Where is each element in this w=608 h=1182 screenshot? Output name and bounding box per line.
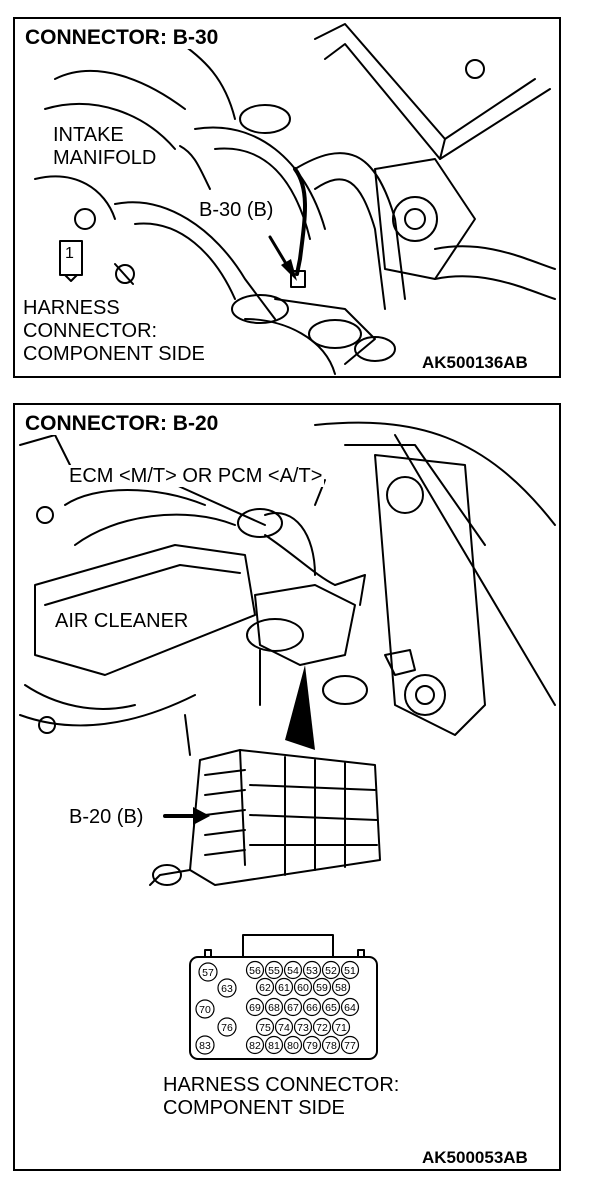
pin-label: 75	[259, 1022, 271, 1034]
pin-label: 64	[344, 1002, 356, 1014]
pin-label: 71	[335, 1022, 347, 1034]
pin-label: 77	[344, 1040, 356, 1052]
pin-label: 78	[325, 1040, 337, 1052]
pin-label: 79	[306, 1040, 318, 1052]
connector-ref-label: B-20 (B)	[67, 806, 146, 828]
pin-label: 52	[325, 965, 337, 977]
pin-label: 60	[297, 982, 309, 994]
pin-label: 80	[287, 1040, 299, 1052]
air-cleaner-label: AIR CLEANER	[53, 610, 191, 632]
pin-label: 82	[249, 1040, 261, 1052]
pin-label: 65	[325, 1002, 337, 1014]
harness-label-line3: COMPONENT SIDE	[21, 343, 207, 365]
figure-code: AK500136AB	[420, 352, 530, 374]
pin-label: 74	[278, 1022, 290, 1034]
pin-label: 51	[344, 965, 356, 977]
pin-label: 56	[249, 965, 261, 977]
pin-label: 54	[287, 965, 299, 977]
pin-label: 58	[335, 982, 347, 994]
pin-label: 67	[287, 1002, 299, 1014]
pin-57	[198, 962, 218, 982]
panel-title: CONNECTOR: B-30	[23, 26, 221, 49]
pin-label: 76	[221, 1022, 233, 1034]
pin-label: 55	[268, 965, 280, 977]
pin-label: 70	[199, 1004, 211, 1016]
figure-code: AK500053AB	[420, 1147, 530, 1169]
engine-bay-illustration-b30	[34, 23, 556, 375]
pin-label: 83	[199, 1040, 211, 1052]
harness-label-line2: COMPONENT SIDE	[161, 1097, 347, 1119]
pin-label: 73	[297, 1022, 309, 1034]
connector-ref-label: B-30 (B)	[197, 199, 276, 221]
pin-number: 1	[65, 245, 74, 262]
intake-label-line1: INTAKE	[51, 124, 126, 146]
engine-bay-illustration-b20	[19, 421, 556, 1060]
pin-label: 66	[306, 1002, 318, 1014]
panel-title: CONNECTOR: B-20	[23, 412, 221, 435]
intake-label-line2: MANIFOLD	[51, 147, 159, 169]
pin-label: 63	[221, 983, 233, 995]
pin-label: 81	[268, 1040, 280, 1052]
pin-label: 62	[259, 982, 271, 994]
ecm-pcm-label: ECM <M/T> OR PCM <A/T>	[67, 465, 325, 487]
pin-label: 61	[278, 982, 290, 994]
connector-b30-panel: CONNECTOR: B-30 INTAKE MANIFOLD B-30 (B)…	[13, 17, 561, 378]
pin-label: 59	[316, 982, 328, 994]
pin-label: 57	[202, 967, 214, 979]
pin-label: 69	[249, 1002, 261, 1014]
harness-label-line1: HARNESS CONNECTOR:	[161, 1074, 402, 1096]
connector-pin-diagram: 57 56 55 54 53 52 51 63 62 61 60 59 58 7…	[195, 960, 360, 1055]
pin-label: 68	[268, 1002, 280, 1014]
harness-label-line2: CONNECTOR:	[21, 320, 160, 342]
pin-label: 53	[306, 965, 318, 977]
pin-label: 72	[316, 1022, 328, 1034]
harness-label-line1: HARNESS	[21, 297, 122, 319]
connector-b20-panel: 57 56 55 54 53 52 51 63 62 61 60 59 58 7…	[13, 403, 561, 1171]
